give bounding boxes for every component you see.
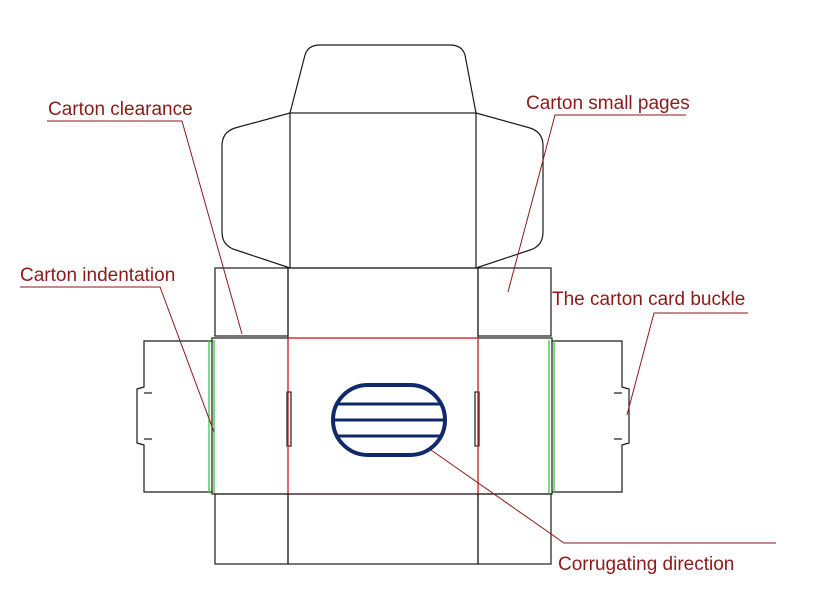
corrugation-direction-symbol	[331, 383, 447, 457]
carton-indentation-label: Carton indentation	[20, 265, 175, 286]
right-outer-flap	[552, 340, 630, 493]
carton-clearance-label: Carton clearance	[48, 99, 193, 120]
left-side-wall	[211, 337, 289, 495]
right-side-wall	[477, 337, 553, 495]
top-lid-panel	[289, 112, 477, 269]
corrugating-direction-label: Corrugating direction	[558, 554, 734, 575]
left-outer-flap	[136, 340, 212, 493]
indentation-leader-line	[20, 286, 215, 433]
carton-small-pages-label: Carton small pages	[526, 93, 690, 114]
right-dust-flap	[475, 112, 544, 269]
left-buckle-slot	[286, 391, 292, 447]
clearance-leader-line	[47, 120, 243, 335]
card-buckle-leader-line	[626, 312, 748, 416]
back-panel	[287, 267, 479, 339]
left-dust-flap	[221, 112, 291, 269]
corrugating-leader-line	[430, 449, 776, 544]
upper-right-small-page	[477, 267, 552, 337]
top-tuck-flap	[289, 44, 477, 114]
bottom-panel	[287, 337, 479, 495]
front-panel	[287, 493, 479, 565]
right-buckle-slot	[474, 391, 480, 447]
lower-right-small-page	[477, 493, 552, 565]
lower-left-small-page	[214, 493, 289, 565]
carton-card-buckle-label: The carton card buckle	[552, 289, 745, 310]
small-pages-leader-line	[507, 114, 686, 293]
upper-left-small-page	[214, 267, 289, 337]
